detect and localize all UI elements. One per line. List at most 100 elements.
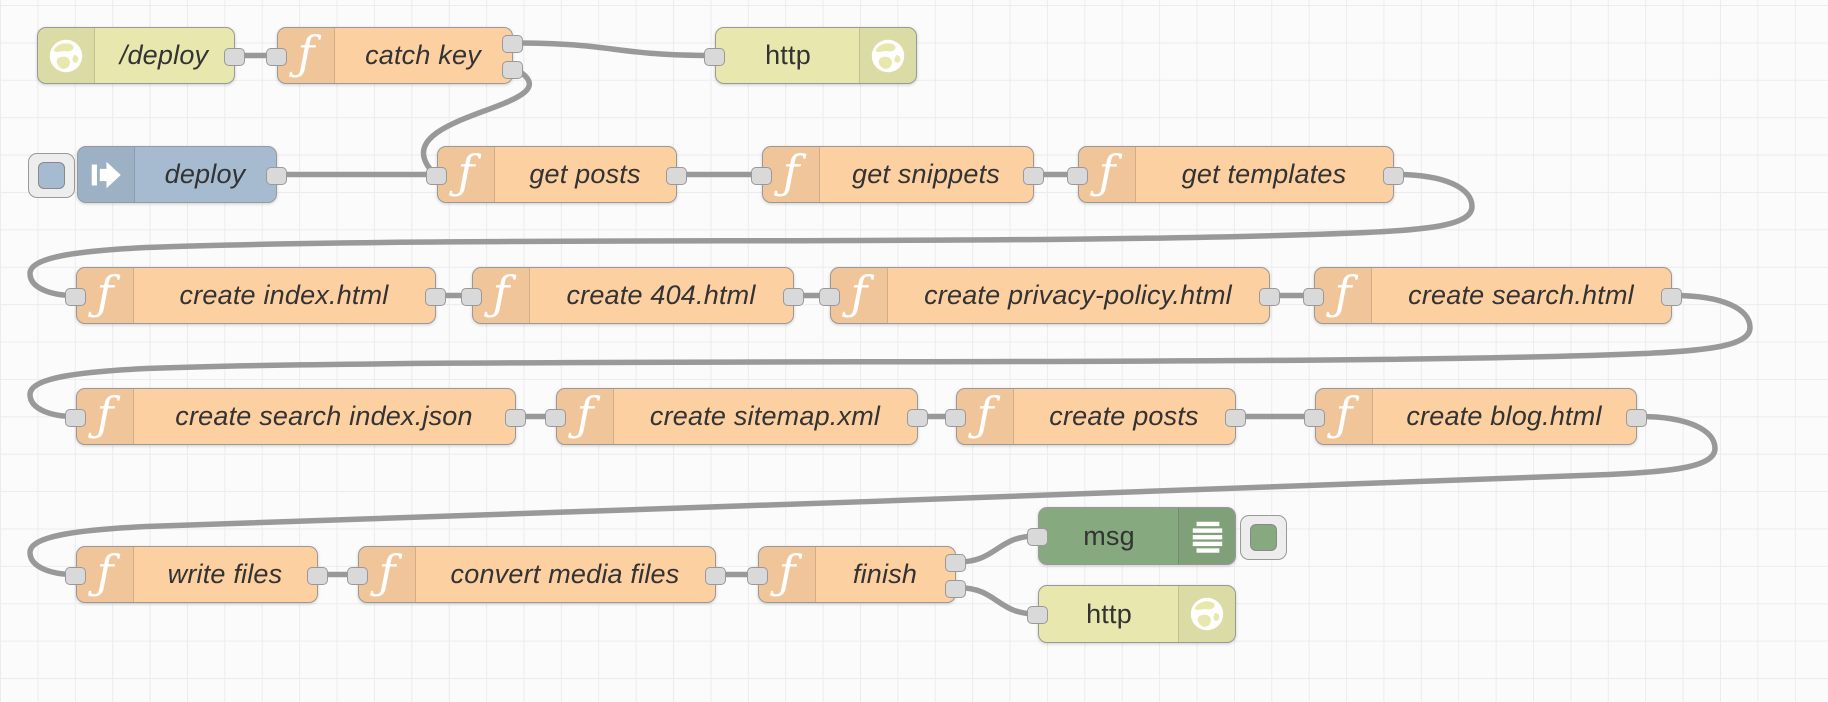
output-port-0[interactable] [1626, 408, 1647, 427]
node-finish[interactable]: ƒ finish [747, 546, 966, 603]
node-http-response-2[interactable]: http [1027, 585, 1236, 643]
node-label: get templates [1181, 159, 1347, 189]
globe-icon [1178, 586, 1235, 642]
input-port[interactable] [266, 47, 287, 66]
output-port-0[interactable] [266, 166, 287, 185]
node-label: write files [167, 559, 283, 589]
output-port-0[interactable] [907, 408, 928, 427]
input-port[interactable] [1027, 528, 1048, 546]
input-port[interactable] [1303, 287, 1324, 306]
node-label: msg [1083, 520, 1135, 551]
inject-button[interactable] [28, 153, 75, 198]
function-icon: ƒ [77, 268, 134, 323]
output-port-0[interactable] [1383, 166, 1404, 185]
function-icon: ƒ [957, 389, 1014, 444]
inject-icon [78, 147, 135, 202]
globe-icon [38, 28, 95, 83]
node-label: create sitemap.xml [649, 401, 881, 431]
node-label: http [765, 40, 811, 70]
function-icon: ƒ [1079, 147, 1136, 202]
output-port-0[interactable] [945, 553, 966, 572]
node-create-sitemap[interactable]: ƒ create sitemap.xml [545, 388, 928, 445]
node-label: catch key [365, 40, 481, 70]
output-port-0[interactable] [666, 166, 687, 185]
input-port[interactable] [461, 287, 482, 306]
input-port[interactable] [347, 566, 368, 585]
wire-finish-to-msg-debug[interactable] [955, 533, 1039, 565]
node-get-snippets[interactable]: ƒ get snippets [751, 146, 1044, 203]
output-port-0[interactable] [1225, 408, 1246, 427]
function-icon: ƒ [763, 147, 820, 202]
input-port[interactable] [65, 408, 86, 427]
function-icon: ƒ [473, 268, 530, 323]
node-write-files[interactable]: ƒ write files [65, 546, 328, 603]
output-port-0[interactable] [505, 408, 526, 427]
node-label: deploy [164, 159, 246, 189]
wire-catch-key-to-http-response-1[interactable] [512, 40, 716, 59]
wire-catch-key-to-get-posts[interactable] [420, 65, 533, 178]
node-label: create 404.html [566, 280, 756, 310]
node-label: http [1086, 598, 1132, 629]
input-port[interactable] [1304, 408, 1325, 427]
output-port-0[interactable] [425, 287, 446, 306]
node-http-response-1[interactable]: http [704, 27, 917, 84]
node-create-404[interactable]: ƒ create 404.html [461, 267, 804, 324]
input-port[interactable] [545, 408, 566, 427]
input-port[interactable] [819, 287, 840, 306]
input-port[interactable] [1027, 606, 1048, 624]
function-icon: ƒ [77, 547, 134, 602]
output-port-0[interactable] [502, 34, 523, 53]
node-label: get posts [529, 159, 641, 189]
node-label: get snippets [852, 159, 1000, 189]
output-port-0[interactable] [307, 566, 328, 585]
debug-toggle-button[interactable] [1240, 514, 1287, 560]
input-port[interactable] [751, 166, 772, 185]
input-port[interactable] [1067, 166, 1088, 185]
output-port-0[interactable] [783, 287, 804, 306]
node-label: create search.html [1408, 280, 1634, 310]
output-port-0[interactable] [1023, 166, 1044, 185]
function-icon: ƒ [359, 547, 416, 602]
input-port[interactable] [747, 566, 768, 585]
node-label: finish [852, 559, 918, 589]
function-icon: ƒ [1315, 268, 1372, 323]
input-port[interactable] [704, 47, 725, 66]
function-icon: ƒ [831, 268, 888, 323]
node-label: /deploy [119, 40, 209, 70]
input-port[interactable] [945, 408, 966, 427]
wire-finish-to-http-response-2[interactable] [955, 584, 1039, 617]
wire-get-templates-to-create-index[interactable] [27, 171, 1475, 299]
node-msg-debug[interactable]: msg [1027, 507, 1287, 565]
node-inject-deploy[interactable]: deploy [28, 146, 287, 203]
output-port-0[interactable] [224, 47, 245, 66]
output-port-1[interactable] [502, 60, 523, 79]
wire-create-search-html-to-create-search-index[interactable] [27, 292, 1753, 420]
output-port-0[interactable] [1661, 287, 1682, 306]
input-port[interactable] [65, 287, 86, 306]
node-http-in-deploy[interactable]: /deploy [37, 27, 245, 84]
input-port[interactable] [65, 566, 86, 585]
node-create-posts[interactable]: ƒ create posts [945, 388, 1246, 445]
output-port-1[interactable] [945, 579, 966, 598]
function-icon: ƒ [557, 389, 614, 444]
node-get-templates[interactable]: ƒ get templates [1067, 146, 1404, 203]
node-label: create posts [1049, 401, 1199, 431]
output-port-0[interactable] [705, 566, 726, 585]
node-label: create blog.html [1406, 401, 1602, 431]
function-icon: ƒ [759, 547, 816, 602]
input-port[interactable] [426, 166, 447, 185]
output-port-0[interactable] [1259, 287, 1280, 306]
debug-icon [1178, 508, 1235, 564]
button-inner [38, 162, 65, 189]
node-create-search-html[interactable]: ƒ create search.html [1303, 267, 1682, 324]
wire-create-blog-to-write-files[interactable] [27, 413, 1718, 578]
